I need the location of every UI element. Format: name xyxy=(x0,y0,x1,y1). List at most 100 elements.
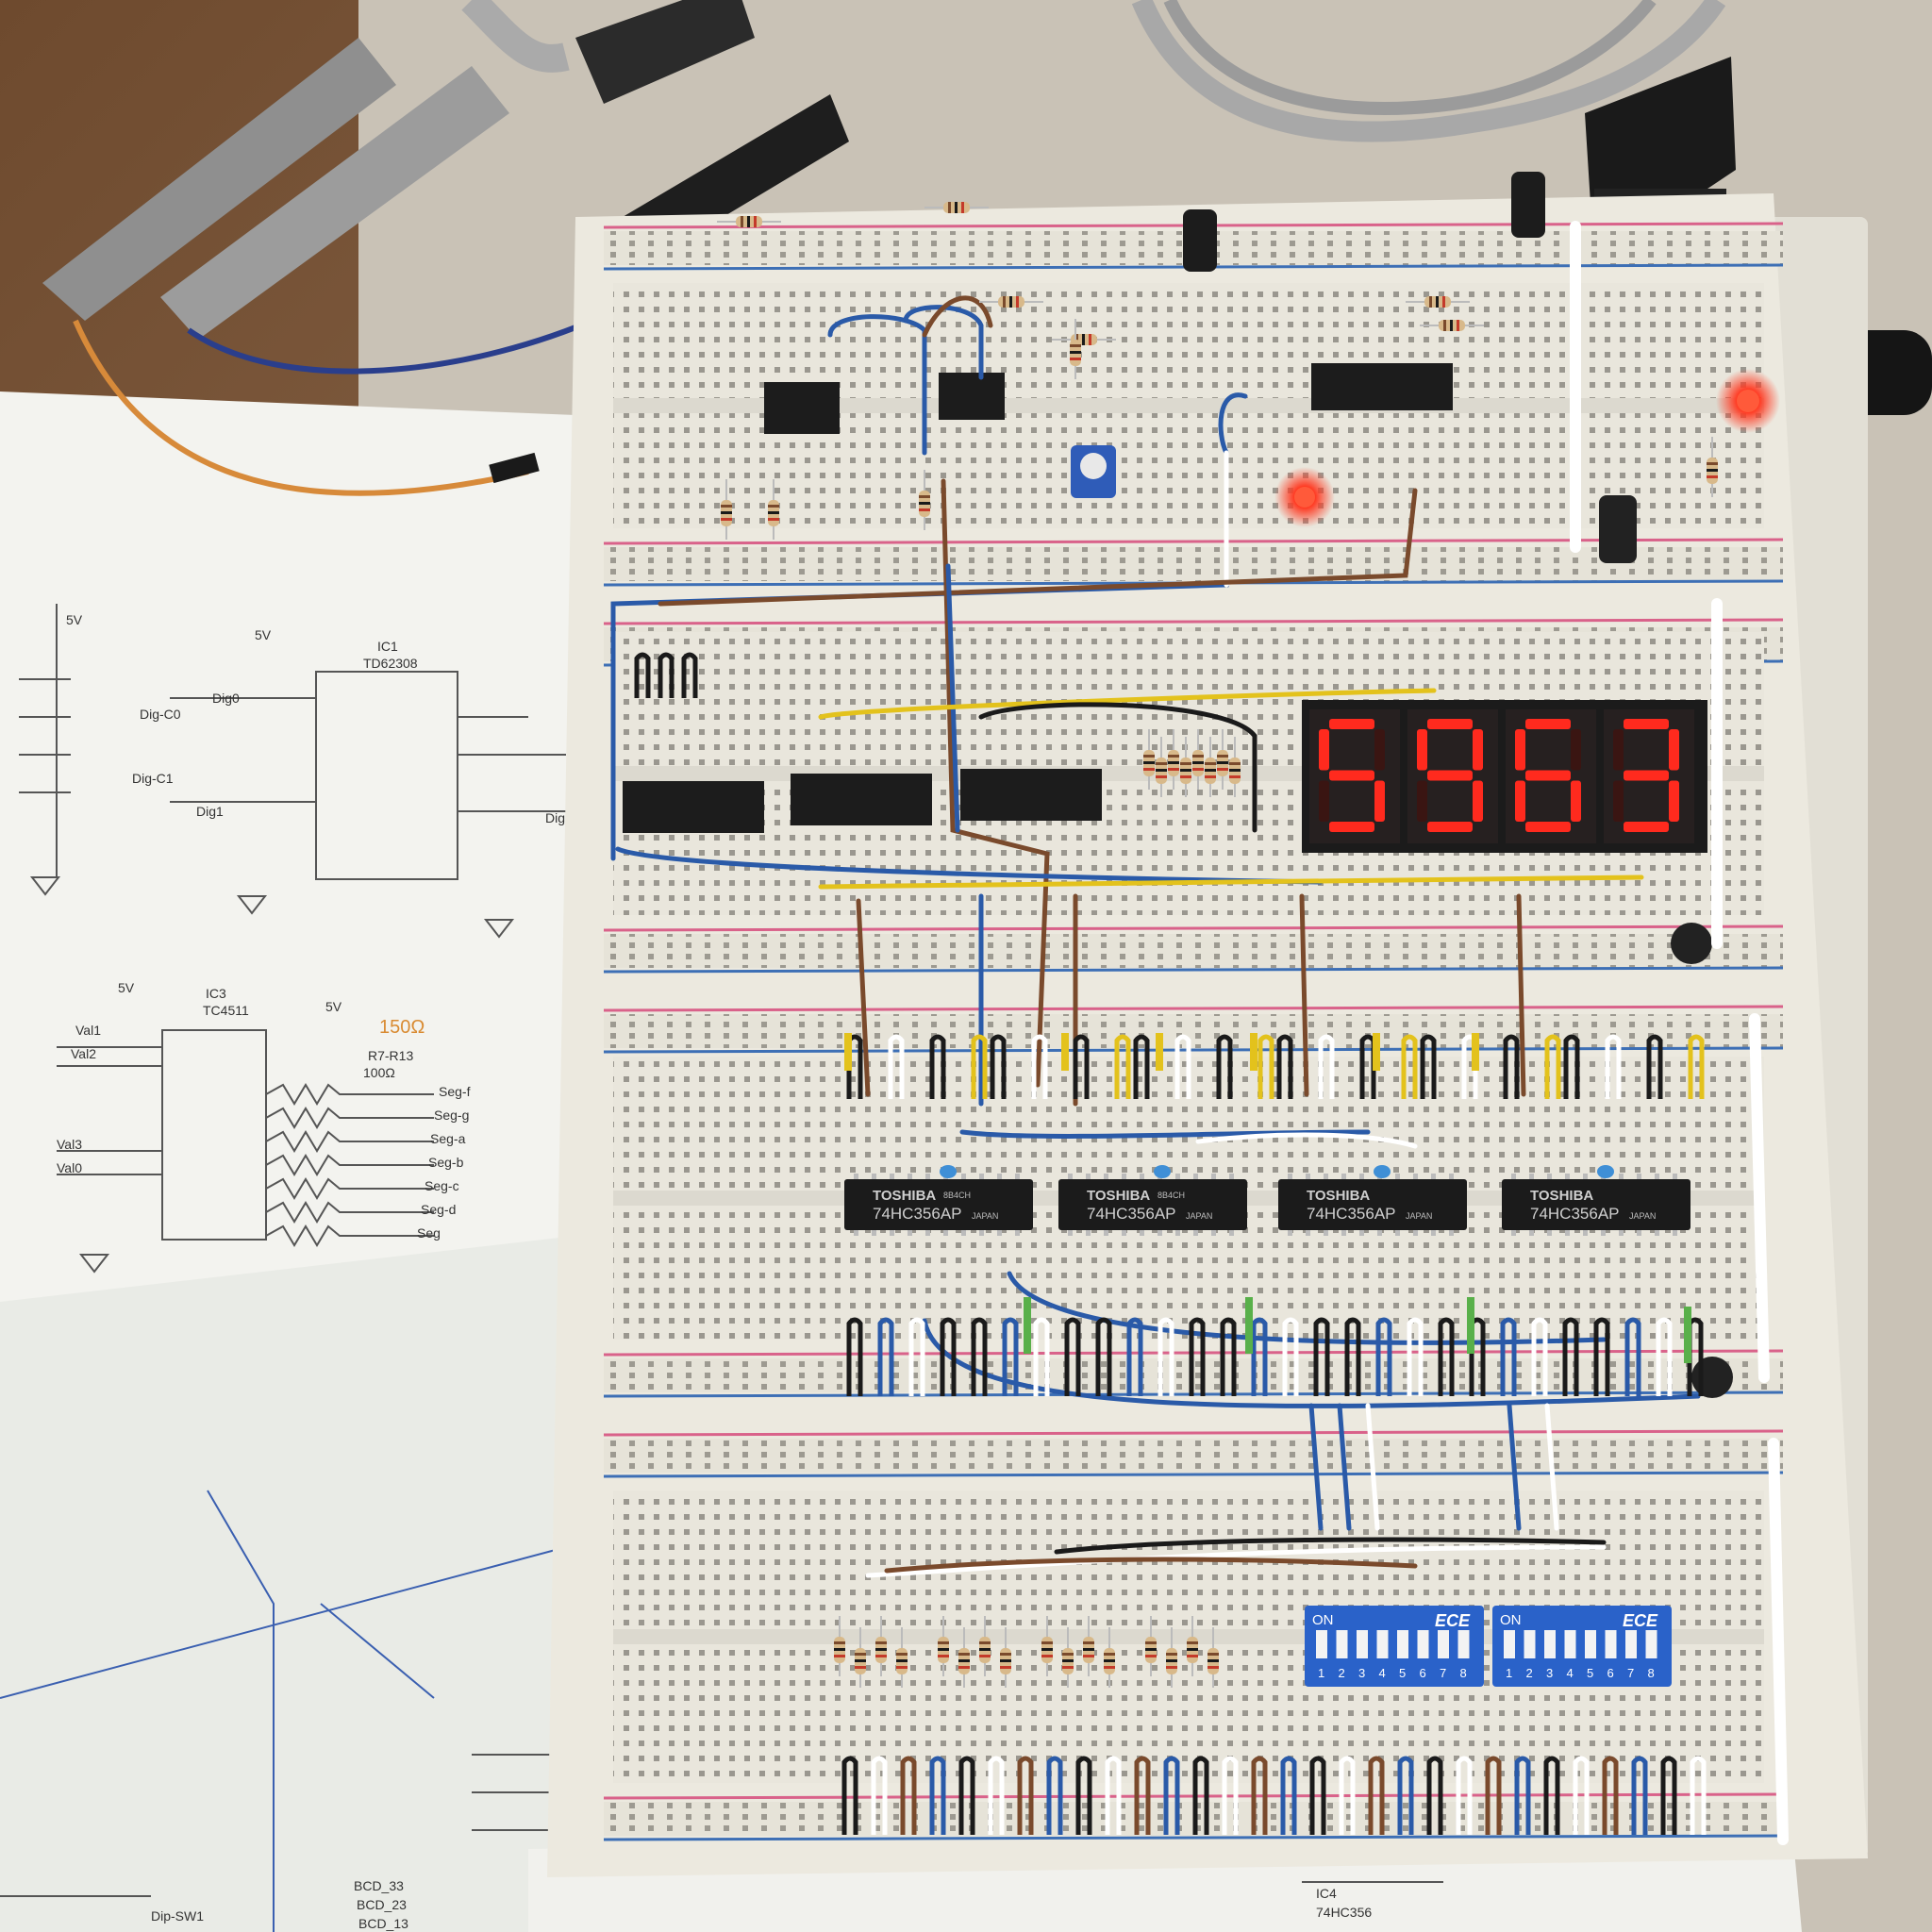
dip-toggle-4[interactable] xyxy=(1564,1630,1576,1658)
hairpin-jumper xyxy=(958,1756,975,1835)
resistor xyxy=(834,1616,845,1676)
resistor xyxy=(979,1616,991,1676)
hairpin-jumper xyxy=(1401,1034,1418,1099)
hairpin-jumper xyxy=(681,652,698,698)
digit-1-segment-g xyxy=(1427,770,1473,781)
hairpin-jumper xyxy=(1660,1756,1677,1835)
hairpin-jumper xyxy=(658,652,675,698)
hairpin-jumper xyxy=(1456,1756,1473,1835)
hairpin-jumper xyxy=(1344,1317,1361,1396)
yellow-jumper xyxy=(1061,1033,1069,1071)
dip-toggle-1[interactable] xyxy=(1316,1630,1327,1658)
seg-a-label: Seg-a xyxy=(430,1131,466,1146)
dip-toggle-8[interactable] xyxy=(1457,1630,1470,1658)
supply-label: 5V xyxy=(66,612,83,627)
seg-b-label: Seg-b xyxy=(428,1155,464,1170)
green-jumper xyxy=(1024,1297,1031,1354)
ic3-symbol xyxy=(161,1029,267,1241)
hairpin-jumper xyxy=(1397,1756,1414,1835)
digit-0: 5 xyxy=(1309,709,1400,843)
dig-c1-label: Dig-C1 xyxy=(132,771,174,786)
digit-1-segment-d xyxy=(1427,822,1473,832)
dip-toggle-6[interactable] xyxy=(1417,1630,1429,1658)
hairpin-jumpers xyxy=(634,652,1707,1835)
chip-date-code: 8B4CH xyxy=(1158,1191,1185,1200)
decoupling-capacitor xyxy=(1154,1165,1171,1178)
digit-3-segment-c xyxy=(1669,780,1679,822)
dip-toggle-8[interactable] xyxy=(1645,1630,1657,1658)
hairpin-jumper xyxy=(1309,1756,1326,1835)
handwritten-value: 150Ω xyxy=(379,1017,425,1038)
schematic-labels: IC1 TD62308 5V 5V Dig-C0 Dig-C1 Dig0 Dig… xyxy=(57,612,1372,1931)
dip-toggle-7[interactable] xyxy=(1625,1630,1637,1658)
power-rail-4 xyxy=(603,1005,1784,1054)
dip-brand: ECE xyxy=(1623,1611,1658,1630)
green-jumper xyxy=(1245,1297,1253,1354)
dip-toggle-7[interactable] xyxy=(1438,1630,1449,1658)
resistor xyxy=(768,479,779,540)
resistor xyxy=(1156,737,1167,797)
hairpin-jumper xyxy=(1220,1317,1237,1396)
dig0-label: Dig0 xyxy=(212,691,240,706)
val2-label: Val2 xyxy=(71,1046,96,1061)
dip-toggle-1[interactable] xyxy=(1504,1630,1515,1658)
dip-toggle-5[interactable] xyxy=(1397,1630,1408,1658)
hairpin-jumper xyxy=(929,1034,946,1099)
dip-toggle-3[interactable] xyxy=(1544,1630,1556,1658)
dip-toggle-4[interactable] xyxy=(1376,1630,1389,1658)
hairpin-jumper xyxy=(1064,1317,1081,1396)
digit-2-segment-d xyxy=(1525,822,1571,832)
chip-date-code: 8B4CH xyxy=(943,1191,971,1200)
chip-brand: TOSHIBA xyxy=(1307,1188,1370,1204)
hairpin-jumper xyxy=(1282,1317,1299,1396)
supply-label-4: 5V xyxy=(325,999,342,1014)
ic1-symbol xyxy=(315,671,458,880)
hairpin-jumper xyxy=(1251,1317,1268,1396)
dip-toggle-6[interactable] xyxy=(1605,1630,1617,1658)
yellow-jumper xyxy=(1250,1033,1257,1071)
val3-label: Val3 xyxy=(57,1137,82,1152)
resistor xyxy=(1187,1616,1198,1676)
center-channel-0 xyxy=(613,398,1764,413)
chip-part-number: 74HC356AP xyxy=(873,1205,962,1223)
dip-number: 4 xyxy=(1567,1666,1574,1680)
resistor xyxy=(1192,729,1204,790)
val1-label: Val1 xyxy=(75,1023,101,1038)
hairpin-jumper xyxy=(1174,1034,1191,1099)
digit-1: 9 xyxy=(1407,709,1498,843)
hairpin-jumper xyxy=(1656,1317,1673,1396)
digit-0-segment-d xyxy=(1329,822,1374,832)
dip-toggle-2[interactable] xyxy=(1524,1630,1536,1658)
digit-1-segment-c xyxy=(1473,780,1483,822)
hairpin-jumper xyxy=(1313,1317,1330,1396)
dip-toggle-5[interactable] xyxy=(1585,1630,1596,1658)
supply-label-3: 5V xyxy=(118,980,135,995)
dip-toggle-2[interactable] xyxy=(1336,1630,1348,1658)
digit-1-segment-b xyxy=(1473,729,1483,771)
hairpin-jumper xyxy=(1562,1317,1579,1396)
chip-country: JAPAN xyxy=(1186,1211,1212,1221)
hairpin-jumper xyxy=(1222,1756,1239,1835)
ic1-ref: IC1 xyxy=(377,639,398,654)
decoupling-capacitor xyxy=(1597,1165,1614,1178)
hairpin-jumper xyxy=(1420,1034,1437,1099)
decoupling-capacitor xyxy=(940,1165,957,1178)
dig1-label: Dig1 xyxy=(196,804,224,819)
power-rail-1 xyxy=(603,538,1784,587)
dip-on-label: ON xyxy=(1500,1612,1522,1628)
hairpin-jumper xyxy=(1375,1317,1392,1396)
hairpin-jumper xyxy=(877,1317,894,1396)
resistor xyxy=(924,202,989,213)
digit-1-segment-a xyxy=(1427,719,1473,729)
hairpin-jumper xyxy=(1280,1756,1297,1835)
hairpin-jumper xyxy=(1544,1034,1561,1099)
hairpin-jumper xyxy=(1276,1034,1293,1099)
ic4-ref: IC4 xyxy=(1316,1886,1337,1901)
dip-toggle-3[interactable] xyxy=(1357,1630,1368,1658)
hairpin-jumper xyxy=(1543,1756,1560,1835)
yellow-jumper xyxy=(1156,1033,1163,1071)
